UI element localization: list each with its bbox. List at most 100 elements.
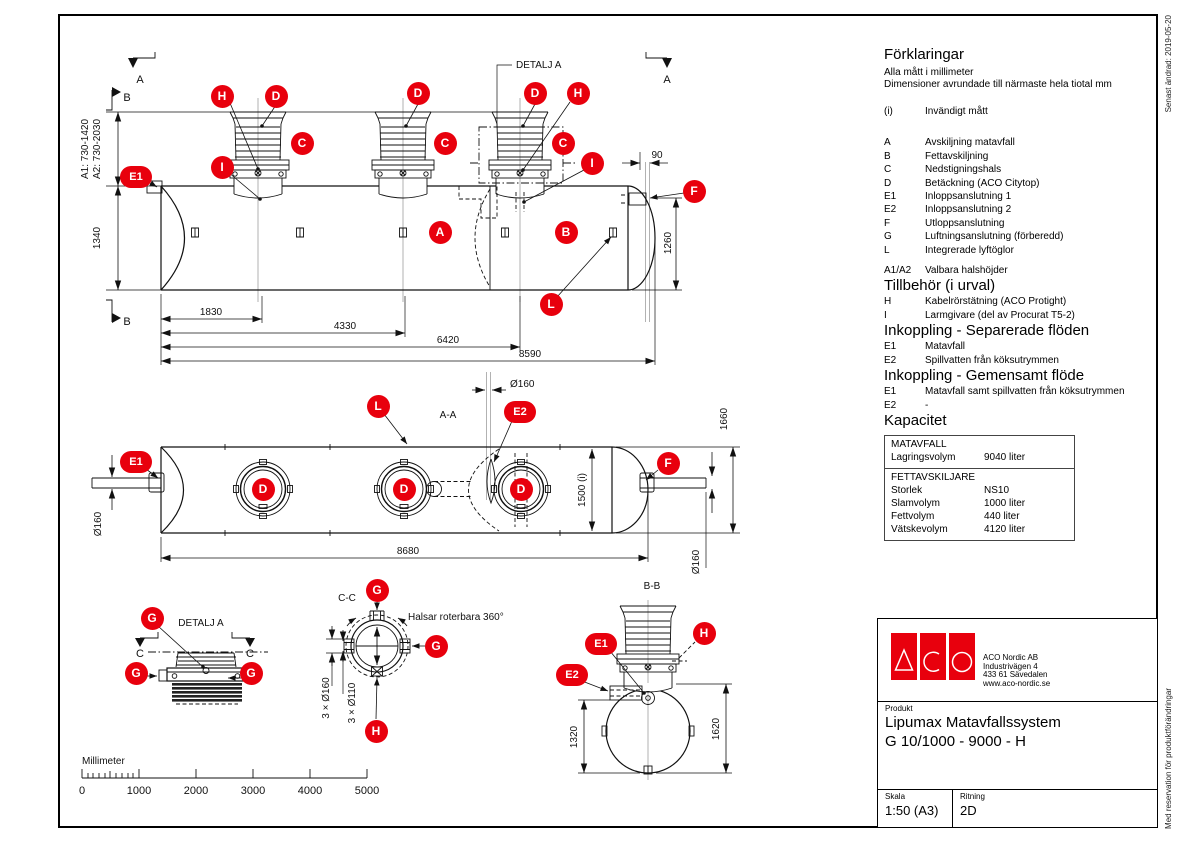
- marker-h: H: [364, 719, 388, 743]
- dim-1340: 1340: [92, 226, 103, 249]
- legend-note-key: (i): [884, 106, 893, 117]
- section-flag-b-bottom: B: [106, 299, 131, 328]
- legend-neck-heights-value: Valbara halshöjder: [925, 265, 1008, 277]
- dim-90: 90: [651, 150, 663, 161]
- legend-subtitle-1: Alla mått i millimeter: [884, 67, 974, 78]
- section-flag-a-right: A: [645, 52, 672, 86]
- marker-c: C: [290, 131, 314, 155]
- capacity-title: Kapacitet: [884, 411, 947, 429]
- company-web: www.aco-nordic.se: [983, 678, 1051, 688]
- rotation-note: Halsar roterbara 360°: [408, 612, 504, 623]
- marker-e1: E1: [585, 633, 617, 655]
- drawing-type-cell: Ritning 2D: [953, 790, 992, 827]
- aco-logo-tile-c: [920, 633, 946, 680]
- last-modified-note: Senast ändrad: 2019-05-20: [1164, 15, 1173, 113]
- detalj-a-title: DETALJ A: [178, 618, 224, 629]
- marker-h: H: [692, 621, 716, 645]
- scale-ruler: Millimeter 0 1000 2000 3000 4000 5000: [79, 756, 379, 797]
- aco-letter-c-icon: [923, 651, 940, 672]
- connection-common-title: Inkoppling - Gemensamt flöde: [884, 367, 1085, 385]
- marker-g: G: [365, 578, 389, 602]
- product-cell: Produkt Lipumax Matavfallssystem G 10/10…: [878, 702, 1157, 790]
- section-flag-c-left: C: [135, 632, 159, 660]
- product-model: G 10/1000 - 9000 - H: [885, 733, 1026, 750]
- dim-1500i: 1500 (i): [577, 473, 588, 507]
- marker-c: C: [551, 131, 575, 155]
- product-name: Lipumax Matavfallssystem: [885, 714, 1061, 731]
- lifting-eyes: [191, 227, 617, 238]
- marker-g: G: [140, 606, 164, 630]
- outlet-f-stub: [628, 192, 647, 206]
- dim-8590: 8590: [519, 349, 542, 360]
- scale-tick-label: 2000: [184, 785, 208, 797]
- view-section-cc: 3 × Ø160 3 × Ø110 C-C Halsar roterbara 3…: [321, 593, 504, 723]
- marker-h: H: [566, 81, 590, 105]
- svg-text:A: A: [663, 74, 671, 86]
- view-section-bb: 1320 1620: [569, 600, 732, 780]
- view-elevation: DETALJ A A1: 730-1420 A2: 730-2030 1340: [80, 52, 685, 365]
- marker-a: A: [428, 220, 452, 244]
- svg-text:C: C: [136, 648, 144, 660]
- marker-e2: E2: [504, 401, 536, 423]
- aco-logo-tile-a: [891, 633, 917, 680]
- marker-i: I: [210, 155, 234, 179]
- dim-6420: 6420: [437, 335, 460, 346]
- marker-c: C: [433, 131, 457, 155]
- section-flag-c-right: C: [231, 632, 255, 660]
- marker-d: D: [406, 81, 430, 105]
- outlet-f-pipe: [640, 477, 707, 489]
- marker-g: G: [424, 634, 448, 658]
- marker-h: H: [210, 84, 234, 108]
- marker-d: D: [523, 81, 547, 105]
- marker-b: B: [554, 220, 578, 244]
- title-block-bottom-row: Skala 1:50 (A3) Ritning 2D: [878, 790, 1157, 827]
- dim-1620: 1620: [711, 717, 722, 740]
- marker-f: F: [656, 451, 680, 475]
- dim-1260: 1260: [663, 231, 674, 254]
- dim-3xdia160: 3 × Ø160: [321, 677, 332, 719]
- drawing-type-value: 2D: [960, 803, 977, 818]
- dim-dia160-left: Ø160: [93, 511, 104, 536]
- section-flag-a-left: A: [128, 52, 156, 86]
- dim-a1: A1: 730-1420: [80, 119, 91, 179]
- inlet-e1-pipe: [91, 477, 161, 489]
- legend-subtitle-2: Dimensioner avrundade till närmaste hela…: [884, 79, 1112, 90]
- detalj-a-callout: DETALJ A: [516, 60, 562, 71]
- dim-4330: 4330: [334, 321, 357, 332]
- scale-cell: Skala 1:50 (A3): [878, 790, 953, 827]
- svg-text:C: C: [246, 648, 254, 660]
- dim-dia160-top: Ø160: [510, 379, 535, 390]
- marker-g: G: [239, 661, 263, 685]
- company-city: 433 61 Sävedalen: [983, 670, 1048, 680]
- title-block: ACO Nordic AB Industrivägen 4 433 61 Säv…: [877, 618, 1158, 828]
- dim-1830: 1830: [200, 307, 223, 318]
- marker-f: F: [682, 179, 706, 203]
- dim-1660: 1660: [719, 407, 730, 430]
- marker-e2: E2: [556, 664, 588, 686]
- scale-tick-label: 4000: [298, 785, 322, 797]
- sheet-border: [58, 14, 1158, 828]
- section-label-aa: A-A: [440, 410, 457, 421]
